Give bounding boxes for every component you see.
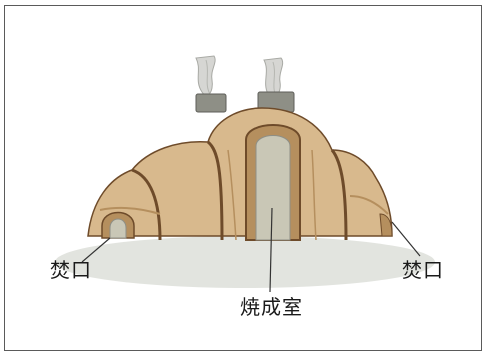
smoke-left <box>195 55 216 96</box>
label-right-stoke-hole: 焚口 <box>402 258 444 282</box>
label-left-stoke-hole: 焚口 <box>50 258 92 282</box>
smoke-right <box>263 57 284 98</box>
chimney-left <box>195 93 227 113</box>
ground-shadow <box>55 236 435 288</box>
pointer-right <box>391 221 421 257</box>
label-firing-chamber: 焼成室 <box>240 295 303 319</box>
pointer-left <box>81 237 111 263</box>
pointer-center <box>269 207 273 293</box>
kiln-body <box>87 107 393 237</box>
